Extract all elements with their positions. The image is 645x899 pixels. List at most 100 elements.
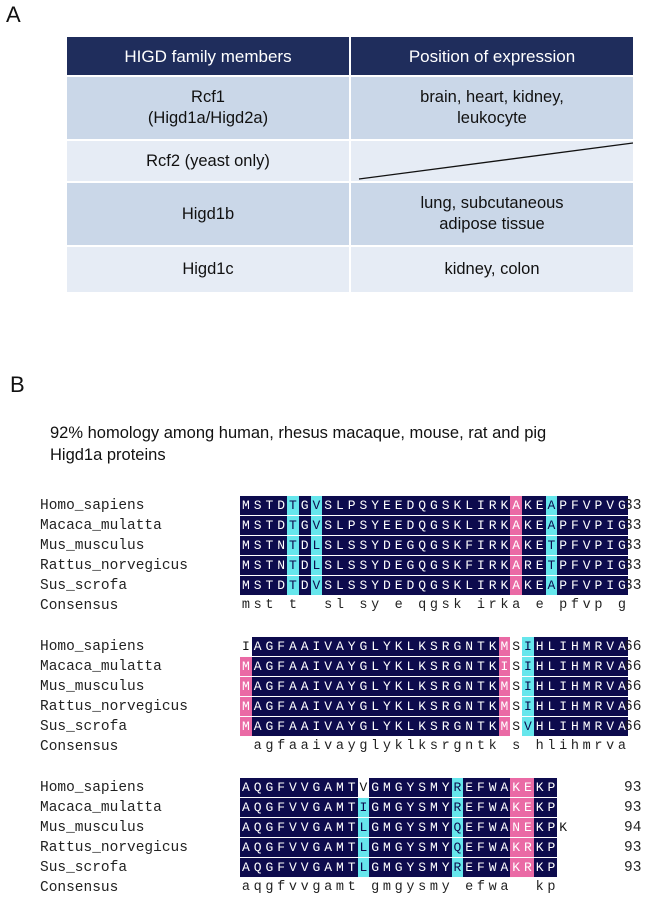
- not-applicable-diagonal-line: [358, 142, 633, 180]
- residue: A: [616, 637, 628, 656]
- consensus-residue: g: [312, 880, 321, 895]
- species-name: Sus_scrofa: [40, 578, 128, 594]
- consensus-residue: [522, 596, 534, 615]
- residue: A: [510, 576, 522, 595]
- residue: E: [522, 778, 534, 797]
- expression-table: HIGD family members Position of expressi…: [67, 37, 633, 294]
- residue: Y: [369, 496, 381, 515]
- residue: S: [322, 516, 334, 535]
- residue: P: [557, 536, 569, 555]
- residue: F: [275, 677, 287, 696]
- residue: A: [287, 637, 299, 656]
- residue: A: [334, 697, 346, 716]
- residue: T: [263, 536, 276, 555]
- residue: I: [475, 496, 487, 515]
- residue: F: [275, 717, 287, 736]
- residue: V: [322, 677, 334, 696]
- residue: K: [451, 496, 464, 515]
- residue: T: [475, 697, 487, 716]
- residue: E: [392, 556, 405, 575]
- residue: S: [439, 496, 452, 515]
- residue: I: [604, 516, 616, 535]
- residue: S: [439, 536, 452, 555]
- member-cell: Rcf1 (Higd1a/Higd2a): [67, 77, 351, 139]
- expression-line: brain, heart, kidney,: [420, 88, 564, 106]
- residue: M: [580, 677, 593, 696]
- residue: W: [486, 818, 499, 837]
- residue: S: [357, 536, 370, 555]
- residue: A: [251, 637, 264, 656]
- consensus-residue: f: [570, 598, 579, 613]
- residue: E: [392, 516, 405, 535]
- residue: M: [240, 516, 252, 535]
- residue: M: [580, 717, 593, 736]
- position-number: 66: [624, 659, 642, 675]
- expression-line: adipose tissue: [439, 215, 545, 233]
- residue: K: [486, 677, 499, 696]
- residue: Y: [369, 536, 381, 555]
- consensus-residue: a: [300, 739, 309, 754]
- residue: G: [263, 858, 276, 877]
- residue: D: [381, 576, 393, 595]
- residue: S: [512, 639, 521, 654]
- consensus-residue: f: [476, 880, 485, 895]
- position-number: 93: [624, 860, 642, 876]
- residue: N: [463, 657, 475, 676]
- species-name: Macaca_mulatta: [40, 800, 162, 816]
- consensus-residue: [510, 878, 522, 897]
- consensus-label: Consensus: [40, 739, 119, 755]
- residue: A: [251, 677, 264, 696]
- residue: L: [545, 717, 558, 736]
- residue: M: [428, 818, 440, 837]
- residue: M: [334, 778, 346, 797]
- consensus-residue: v: [300, 880, 309, 895]
- residue: A: [240, 778, 252, 797]
- residue: P: [592, 516, 605, 535]
- residue: Q: [416, 536, 428, 555]
- consensus-residue: g: [371, 880, 380, 895]
- residue: K: [416, 717, 428, 736]
- residue: F: [275, 858, 287, 877]
- residue: I: [475, 556, 487, 575]
- residue: A: [334, 637, 346, 656]
- consensus-residue: t: [347, 880, 356, 895]
- residue: G: [369, 858, 381, 877]
- consensus-residue: e: [535, 598, 544, 613]
- residue: G: [428, 516, 440, 535]
- residue: G: [310, 778, 323, 797]
- residue: G: [428, 556, 440, 575]
- residue: H: [533, 717, 546, 736]
- residue: G: [451, 697, 464, 716]
- consensus-residue: k: [394, 739, 403, 754]
- consensus-residue: m: [429, 880, 438, 895]
- residue: T: [345, 818, 358, 837]
- residue: N: [275, 556, 287, 575]
- residue: K: [416, 637, 428, 656]
- residue: S: [322, 556, 334, 575]
- expression-line: leukocyte: [457, 109, 527, 127]
- member-line: Rcf2 (yeast only): [146, 151, 270, 170]
- residue: F: [275, 818, 287, 837]
- residue: V: [604, 717, 616, 736]
- residue: A: [251, 697, 264, 716]
- residue: R: [439, 657, 452, 676]
- residue: T: [545, 556, 558, 575]
- residue: F: [275, 798, 287, 817]
- consensus-residue: [463, 596, 475, 615]
- residue: Y: [369, 516, 381, 535]
- residue: S: [512, 679, 521, 694]
- residue: V: [322, 637, 334, 656]
- residue: R: [486, 556, 499, 575]
- consensus-residue: t: [265, 598, 274, 613]
- consensus-residue: v: [606, 739, 615, 754]
- residue: A: [545, 516, 558, 535]
- residue: I: [604, 576, 616, 595]
- residue: A: [240, 838, 252, 857]
- residue: G: [404, 536, 417, 555]
- consensus-residue: g: [394, 880, 403, 895]
- residue: G: [263, 778, 276, 797]
